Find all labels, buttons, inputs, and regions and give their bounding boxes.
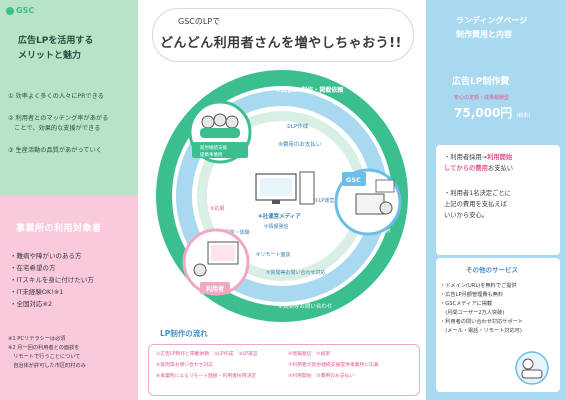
service-item: ・ドメイン(URL)を無料でご提供 xyxy=(440,283,517,289)
flow-step: ④情報発信 ⑤検索 xyxy=(288,352,331,357)
service-item: ・広告LP月額管理費も無料 xyxy=(440,292,504,298)
benefit-accent: してからの費用 xyxy=(444,165,488,172)
benefit-text: お支払い xyxy=(487,165,514,172)
target-item: ・難病や障がいのある方 xyxy=(10,252,82,260)
service-item: (月間ユーザー2万人突破) xyxy=(440,310,505,316)
note-line: ※2 月一回の利用者との面談を xyxy=(8,345,80,351)
benefit-line: ・利用者1名決定ごとに xyxy=(444,190,511,197)
benefit-text: ・利用者採用→ xyxy=(444,154,488,161)
benefit-line: してからの費用お支払い xyxy=(444,163,560,174)
target-users-panel xyxy=(0,196,138,400)
note-line: リモートで行うことについて xyxy=(8,354,81,360)
arrow-label-1: ①広告LP制作・掲載依頼 xyxy=(276,86,344,94)
user-label: 利用者 xyxy=(205,285,224,293)
arrow-label-8: ⑤質問等お問い合わせ対応 xyxy=(266,269,325,276)
office-label-2: 提携事業所 xyxy=(200,151,223,158)
spacer xyxy=(444,174,560,188)
office-label-1: 就労継続支援 xyxy=(200,144,227,151)
note-line: ※1 PCリテラシーは必須 xyxy=(8,336,66,342)
merits-list: ① 効率よく多くの人々にPRできる ② 利用者とのマッチング率があがる ことで、… xyxy=(8,92,134,168)
benefit-line: 上記の費用を支払えば xyxy=(444,201,507,208)
service-item: (メール・電話・リモート対応可) xyxy=(440,328,522,334)
benefits-text: ・利用者採用→利用開始 してからの費用お支払い ・利用者1名決定ごとに 上記の費… xyxy=(444,152,560,221)
flow-diagram: ①広告LP制作・掲載依頼 ②LP作成 ⑧費用のお支払い ③LP運営 ⑥検索 ⑦見… xyxy=(156,70,408,322)
gsc-label: GSC xyxy=(346,176,361,184)
arrow-label-9: ⑧リモート面談 xyxy=(256,251,290,258)
flow-steps-box xyxy=(148,344,420,396)
merits-title-line-2: メリットと魅力 xyxy=(18,51,82,61)
merit-item-2: ② 利用者とのマッチング率があがる xyxy=(8,115,109,122)
arrow-label-4: ③LP運営 xyxy=(314,197,334,204)
services-title: その他のサービス xyxy=(466,266,518,274)
arrow-label-3: ⑧費用のお支払い xyxy=(278,140,322,148)
service-item: ・利用者の問い合わせ対応サポート xyxy=(440,319,524,325)
target-item: ・全国対応※2 xyxy=(10,300,53,308)
arrow-label-7: ⑨応募 xyxy=(210,205,224,212)
arrow-label-10: ⑥質問等お問い合わせ xyxy=(278,302,333,310)
merits-title: 広告LPを活用する メリットと魅力 xyxy=(18,34,128,64)
info-label: ⑤情報発信 xyxy=(264,223,288,230)
headline-bubble xyxy=(152,8,414,62)
arrow-label-2: ②LP作成 xyxy=(286,122,309,130)
benefit-line: ・利用者採用→利用開始 xyxy=(444,152,560,163)
flow-step: ⑨利用開始 ⑩費用のお支払い xyxy=(288,374,355,379)
logo-text: GSC xyxy=(16,6,35,15)
gsc-logo: GSC xyxy=(6,6,34,15)
merits-panel xyxy=(0,0,138,196)
note-line: 自治体が許可した市区町村のみ xyxy=(8,363,86,369)
benefit-accent: 利用開始 xyxy=(487,154,513,161)
benefits-card xyxy=(436,145,560,255)
media-computer-icon xyxy=(255,171,315,205)
flow-title: LP制作の流れ xyxy=(160,329,208,338)
headline-line-1: GSCのLPで xyxy=(178,17,221,26)
merit-item-1: ① 効率よく多くの人々にPRできる xyxy=(8,93,104,100)
pricing-title-line-2: 制作費用と内容 xyxy=(456,30,512,39)
flow-step: ⑥質問等お問い合わせ対応 xyxy=(156,363,214,368)
benefit-line: いいから安心。 xyxy=(444,212,489,219)
merit-item-3: ③ 生産活動の品質があがっていく xyxy=(8,147,102,154)
service-item: ・GSCメディアに掲載 xyxy=(440,301,493,307)
headline-line-2: どんどん利用者さんを増やしちゃおう!! xyxy=(160,36,402,51)
flow-steps: ①広告LP制作と掲載依頼 ②LP作成 ③LP運営 ④情報発信 ⑤検索 ⑥質問等お… xyxy=(156,349,416,382)
target-users-notes: ※1 PCリテラシーは必須 ※2 月一回の利用者との面談を リモートで行うことに… xyxy=(8,335,134,371)
target-item: ・IT未経験OK!※1 xyxy=(10,288,64,296)
price-subtitle: 安心の定額・成果報酬型 xyxy=(454,95,510,101)
gsc-label-box xyxy=(342,172,366,186)
user-at-pc-icon xyxy=(193,241,239,277)
flow-step: ⑧事業所によるリモート面接・利用者採用決定 xyxy=(156,374,257,379)
target-users-list: ・難病や障がいのある方 ・在宅希望の方 ・ITスキルを身に付けたい方 ・IT未経… xyxy=(10,250,134,310)
price-value: 75,000円 (税別) xyxy=(454,104,530,121)
merits-title-line-1: 広告LPを活用する xyxy=(18,36,94,46)
target-item: ・ITスキルを身に付けたい方 xyxy=(10,276,94,284)
office-label-box xyxy=(192,142,248,158)
pricing-title-line-1: ランディングページ xyxy=(456,16,528,25)
gsc-worker-icon xyxy=(355,179,395,215)
user-label-box xyxy=(200,282,230,294)
merit-item-2-cont: ことで、効果的な支援ができる xyxy=(8,125,101,132)
office-staff-icon xyxy=(200,113,240,138)
price-amount: 75,000円 xyxy=(454,106,513,120)
target-users-title: 事業所の利用対象者 xyxy=(16,224,102,234)
logo-mark-icon xyxy=(6,6,14,15)
pricing-title: ランディングページ 制作費用と内容 xyxy=(456,14,566,42)
support-staff-icon xyxy=(515,351,549,385)
services-list: ・ドメイン(URL)を無料でご提供 ・広告LP月額管理費も無料 ・GSCメディア… xyxy=(440,282,558,336)
target-item: ・在宅希望の方 xyxy=(10,264,56,272)
arrow-label-6: ⑦見学・体験 xyxy=(220,229,249,236)
media-label: ④社運営メディア xyxy=(258,212,301,220)
flow-step: ①広告LP制作と掲載依頼 ②LP作成 ③LP運営 xyxy=(156,352,258,357)
price-heading: 広告LP制作費 xyxy=(452,77,510,87)
price-tax: (税別) xyxy=(516,113,531,119)
flow-step: ⑦利用者が就労継続支援提供事業所に応募 xyxy=(288,363,379,368)
